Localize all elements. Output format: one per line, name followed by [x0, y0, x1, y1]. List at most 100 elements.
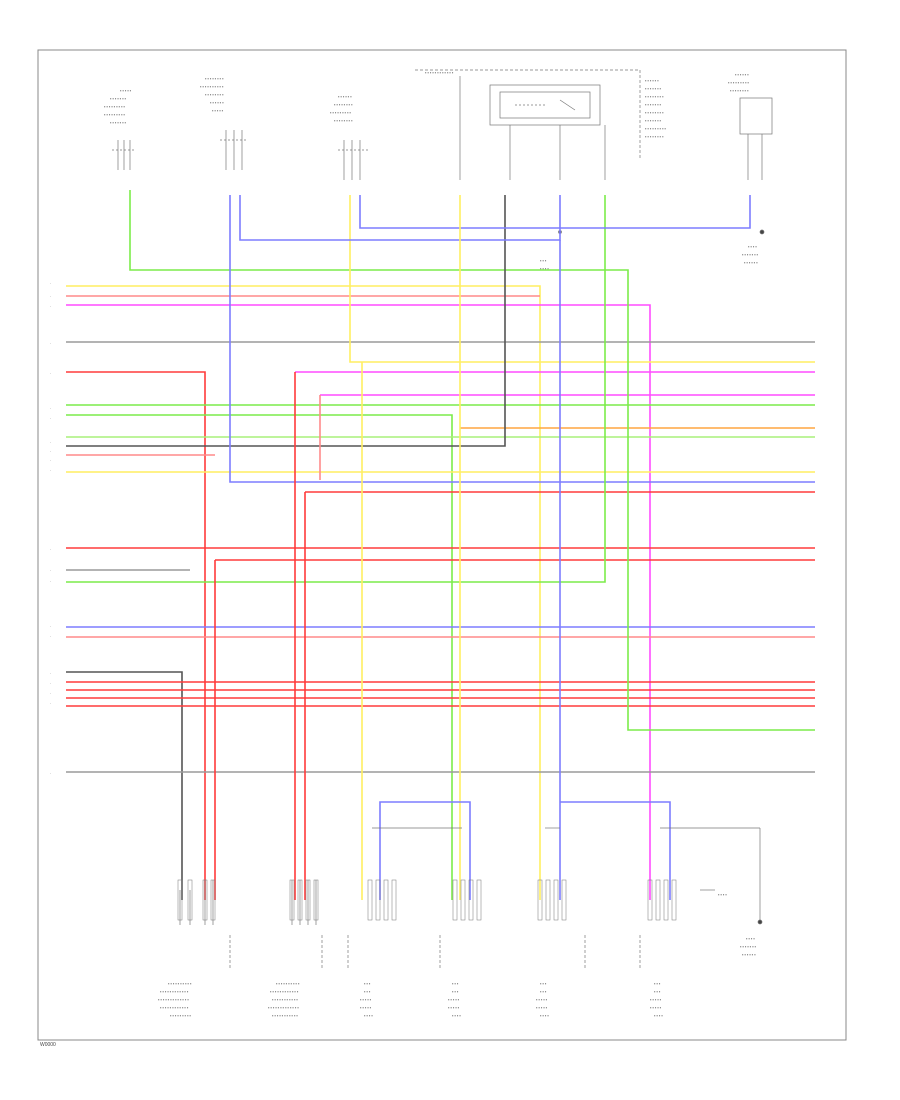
connector-pin-11: [391, 879, 397, 921]
svg-text:· · · · · · · · ·: · · · · · · · · ·: [170, 1013, 191, 1018]
svg-text:· · · · · · · · · · · ·: · · · · · · · · · · · ·: [160, 1005, 188, 1010]
svg-text:· · · · · · ·: · · · · · · ·: [645, 86, 661, 91]
svg-text:· · · · ·: · · · · ·: [650, 1005, 661, 1010]
svg-text:· · · · · ·: · · · · · ·: [735, 72, 749, 77]
svg-text:· · · ·: · · · ·: [746, 936, 755, 941]
injector-2: · · · · · · · · · · · · · · · · · · · ·: [439, 935, 461, 1018]
component-sensor-1: · · · · · · · · · · · · · · · · · · · · …: [104, 88, 136, 170]
svg-text:· · · · · · ·: · · · · · · ·: [110, 96, 126, 101]
svg-text:· · · ·: · · · ·: [718, 892, 727, 897]
diagram-code: W0000: [40, 1042, 56, 1048]
wire-green-0: [129, 190, 629, 300]
svg-text:· · · · · · · · ·: · · · · · · · · ·: [330, 110, 351, 115]
svg-text:· · · · · ·: · · · · · ·: [742, 952, 756, 957]
svg-text:· · · · · · · · · · · ·: · · · · · · · · · · · ·: [160, 989, 188, 994]
connector-pin-17: [545, 879, 551, 921]
wire-yellow-1: [66, 285, 541, 900]
svg-text:· · · ·: · · · ·: [540, 1013, 549, 1018]
wire-dark-24: [66, 671, 183, 900]
diagram-border: [37, 49, 847, 1041]
connector-pin-8: [367, 879, 373, 921]
connector-pin-14: [468, 879, 474, 921]
wire-blue-39: [560, 801, 671, 900]
svg-text:· · · · · · · · · · · ·: · · · · · · · · · · · ·: [270, 989, 298, 994]
wire-magenta-3: [66, 304, 651, 900]
component-bottom-2: · · · · · · · · · · · · · · · · · · · · …: [268, 880, 323, 1018]
svg-text:· · ·: · · ·: [540, 989, 546, 994]
svg-text:· · · · · · · ·: · · · · · · · ·: [205, 92, 223, 97]
svg-text:·: ·: [50, 304, 51, 309]
svg-text:·: ·: [50, 371, 51, 376]
injector-1: · · · · · · · · · · · · · · · · · · · ·: [347, 827, 462, 1018]
wire-red-6: [66, 371, 206, 900]
svg-text:· · · ·: · · · ·: [540, 266, 549, 271]
svg-text:· · · · · · · · · ·: · · · · · · · · · ·: [168, 981, 191, 986]
svg-text:· · · · ·: · · · · ·: [360, 997, 371, 1002]
connector-pin-10: [383, 879, 389, 921]
svg-text:· · · · · · ·: · · · · · · ·: [645, 102, 661, 107]
svg-text:· · · · · · · · ·: · · · · · · · · ·: [104, 112, 125, 117]
component-sensor-2: · · · · · · · · · · · · · · · · · · · · …: [200, 76, 248, 170]
svg-text:· · · · · ·: · · · · · ·: [338, 94, 352, 99]
wire-green-21: [66, 195, 606, 583]
svg-text:· · · · · · · · · · · · ·: · · · · · · · · · · · · ·: [158, 997, 189, 1002]
connector-pin-23: [671, 879, 677, 921]
svg-text:· · ·: · · ·: [364, 981, 370, 986]
injector-4: · · · · · · · · · · · · · · · · · · · · …: [639, 827, 763, 1018]
svg-text:· · · · · · · · ·: · · · · · · · · ·: [645, 126, 666, 131]
wire-green-10: [66, 414, 453, 900]
svg-text:· · · · · · ·: · · · · · · ·: [742, 252, 758, 257]
component-sensor-3: · · · · · · · · · · · · · · · · · · · · …: [330, 94, 368, 180]
connector-pin-19: [561, 879, 567, 921]
svg-text:·: ·: [50, 458, 51, 463]
svg-text:· · · ·: · · · ·: [748, 244, 757, 249]
svg-text:·: ·: [50, 634, 51, 639]
connector-pin-16: [537, 879, 543, 921]
svg-text:·: ·: [50, 624, 51, 629]
svg-text:· · · · · · · ·: · · · · · · · ·: [730, 88, 748, 93]
svg-text:· · · · · · · · · · ·: · · · · · · · · · · ·: [272, 997, 298, 1002]
relay-block: · · · · · · · · · · · · · · · · · · · · …: [415, 69, 666, 180]
svg-text:·: ·: [50, 547, 51, 552]
connector-pin-22: [663, 879, 669, 921]
wire-yellow-5: [349, 195, 815, 363]
svg-text:· · · · ·: · · · · ·: [650, 997, 661, 1002]
svg-text:· · · · ·: · · · · ·: [536, 1005, 547, 1010]
svg-text:· · ·: · · ·: [540, 981, 546, 986]
connector-pin-20: [647, 879, 653, 921]
svg-text:· · · · · · · · ·: · · · · · · · · ·: [728, 80, 749, 85]
svg-text:· · · · · · · · · · · ·: · · · · · · · · · · · ·: [425, 70, 453, 75]
connector-pin-13: [460, 879, 466, 921]
component-bottom-1: · · · · · · · · · · · · · · · · · · · · …: [158, 880, 231, 1018]
svg-text:·: ·: [50, 406, 51, 411]
wire-blue-32: [359, 195, 751, 229]
svg-text:·: ·: [50, 579, 51, 584]
svg-text:·: ·: [50, 440, 51, 445]
svg-text:· · · · ·: · · · · ·: [212, 108, 223, 113]
svg-text:·: ·: [50, 341, 51, 346]
svg-text:· · · · · ·: · · · · · ·: [645, 78, 659, 83]
svg-text:·: ·: [50, 568, 51, 573]
top-components: · · · · · · · · · · · · · · · · · · · · …: [104, 69, 773, 271]
svg-text:· · · · · · · ·: · · · · · · · ·: [205, 76, 223, 81]
svg-text:· · · · · · · · · · ·: · · · · · · · · · · ·: [272, 1013, 298, 1018]
svg-text:·: ·: [50, 681, 51, 686]
svg-text:· · · · · · ·: · · · · · · ·: [110, 120, 126, 125]
svg-text:·: ·: [50, 281, 51, 286]
wire-dark-13: [66, 195, 506, 447]
svg-text:·: ·: [50, 691, 51, 696]
svg-text:·: ·: [50, 701, 51, 706]
svg-text:·: ·: [50, 416, 51, 421]
svg-text:· · · ·: · · · ·: [654, 1013, 663, 1018]
svg-text:· · ·: · · ·: [540, 258, 546, 263]
svg-text:· · · ·: · · · ·: [364, 1013, 373, 1018]
connector-pin-12: [452, 879, 458, 921]
svg-text:· · · · ·: · · · · ·: [536, 997, 547, 1002]
connector-pin-18: [553, 879, 559, 921]
svg-text:· · ·: · · ·: [654, 981, 660, 986]
svg-text:· · · · ·: · · · · ·: [360, 1005, 371, 1010]
svg-text:·: ·: [50, 294, 51, 299]
svg-text:· · · · · · · · ·: · · · · · · · · ·: [104, 104, 125, 109]
wire-layer: [66, 190, 815, 921]
left-pin-labels: · · · · · · · · · · · · · · · · · · · · …: [50, 281, 51, 776]
